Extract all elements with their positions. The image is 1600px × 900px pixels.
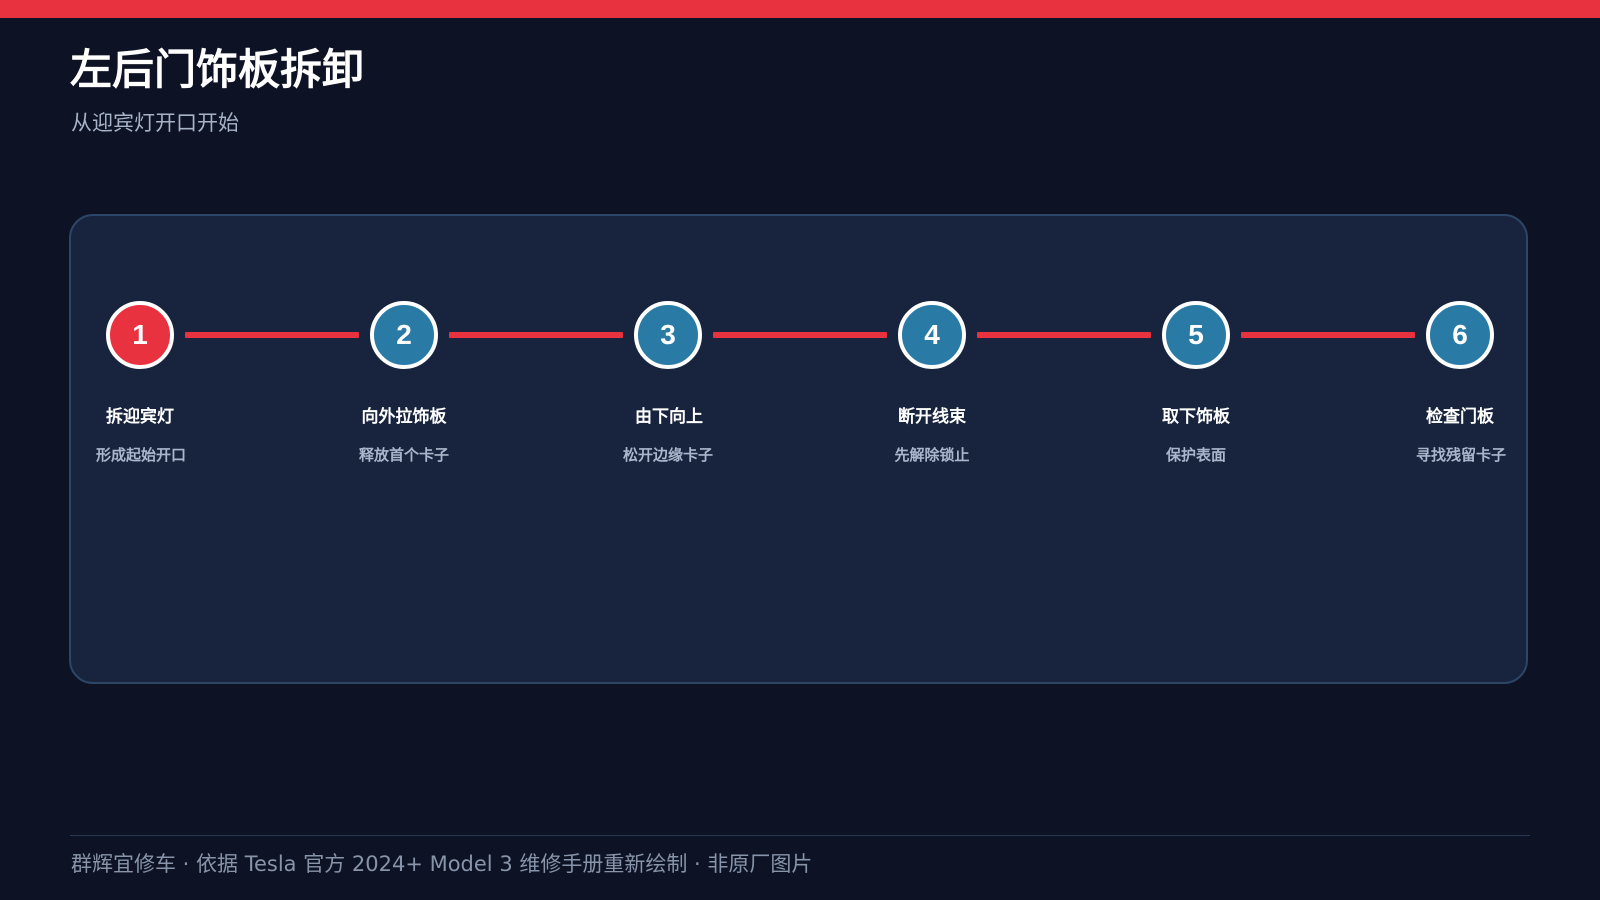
- step-4-desc: 先解除锁止: [894, 446, 970, 464]
- page-subtitle: 从迎宾灯开口开始: [71, 111, 239, 135]
- step-2-circle: 2: [370, 301, 438, 369]
- step-3-title: 由下向上: [635, 407, 703, 427]
- page-title: 左后门饰板拆卸: [70, 45, 365, 94]
- steps-panel: [69, 214, 1528, 684]
- step-connector: [185, 332, 359, 338]
- step-connector: [449, 332, 623, 338]
- step-6-circle: 6: [1426, 301, 1494, 369]
- step-3-circle: 3: [634, 301, 702, 369]
- step-6-title: 检查门板: [1426, 407, 1494, 427]
- step-1-circle: 1: [106, 301, 174, 369]
- step-5-circle: 5: [1162, 301, 1230, 369]
- step-2-title: 向外拉饰板: [361, 407, 447, 427]
- step-connector: [977, 332, 1151, 338]
- step-2-desc: 释放首个卡子: [358, 446, 449, 464]
- step-4-title: 断开线束: [898, 407, 966, 427]
- footer-source-note: 群辉宜修车 · 依据 Tesla 官方 2024+ Model 3 维修手册重新…: [71, 852, 813, 876]
- step-1-desc: 形成起始开口: [95, 446, 186, 464]
- step-connector: [1241, 332, 1415, 338]
- footer-divider: [70, 835, 1530, 836]
- step-4-circle: 4: [898, 301, 966, 369]
- step-connector: [713, 332, 887, 338]
- step-5-desc: 保护表面: [1165, 446, 1226, 464]
- step-3-desc: 松开边缘卡子: [622, 446, 713, 464]
- top-accent-bar: [0, 0, 1600, 18]
- step-6-desc: 寻找残留卡子: [1415, 446, 1506, 464]
- step-5-title: 取下饰板: [1162, 407, 1230, 427]
- step-1-title: 拆迎宾灯: [106, 407, 174, 427]
